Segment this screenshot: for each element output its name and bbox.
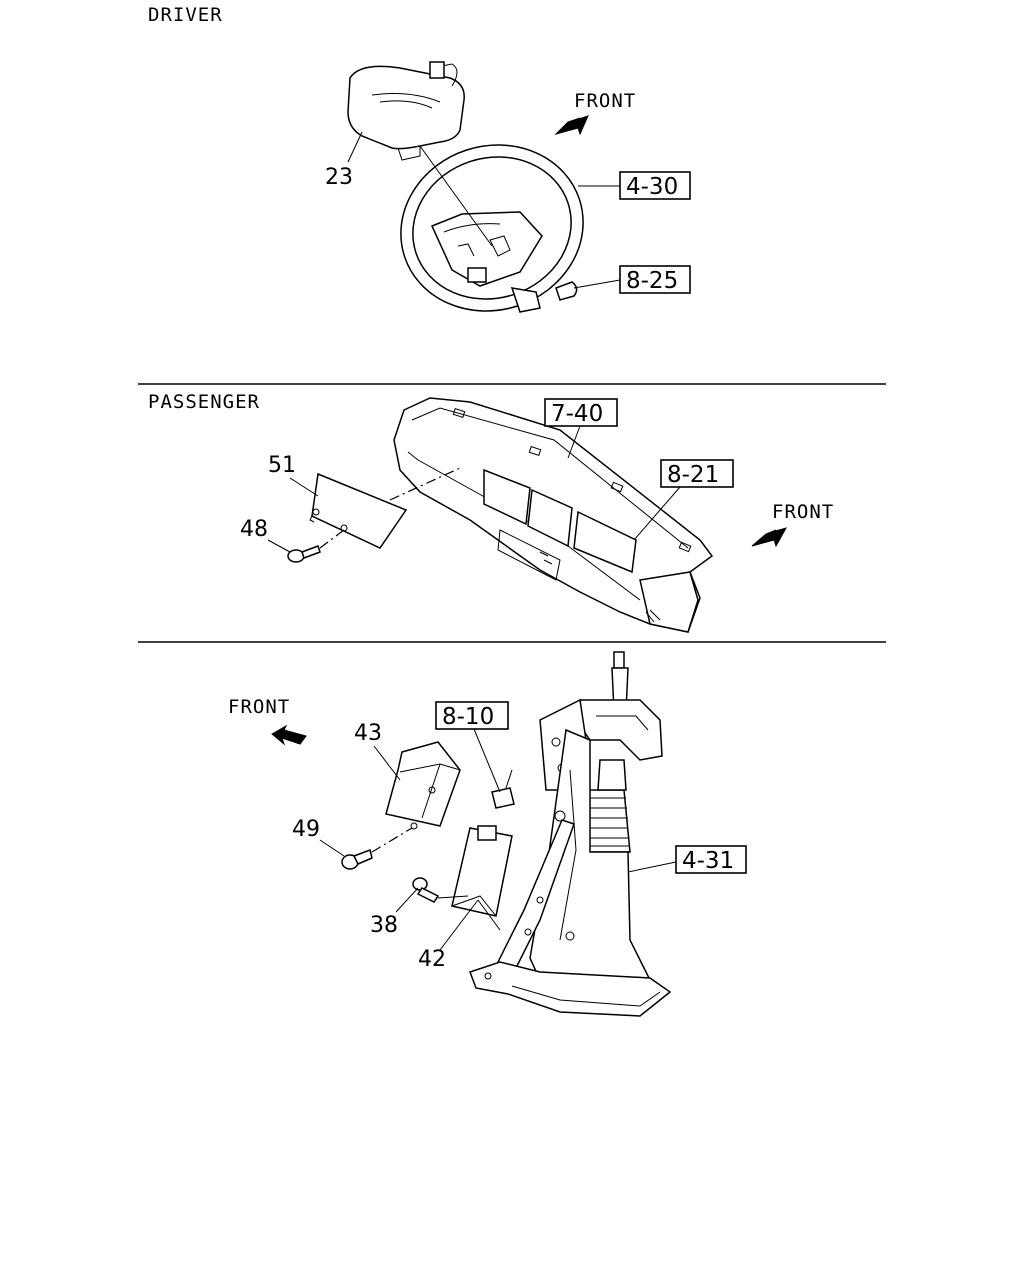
front-label-1: FRONT [574, 90, 636, 112]
front-arrow-icon [751, 527, 788, 548]
ref-4-30: 4-30 [626, 174, 678, 200]
part-number-49: 49 [292, 817, 320, 842]
passenger-airbag-module [309, 472, 408, 549]
part-number-23: 23 [325, 165, 353, 190]
part-number-48: 48 [240, 517, 268, 542]
ref-box-7-40 [544, 398, 618, 427]
part-number-51: 51 [268, 453, 296, 478]
bracket-43 [385, 741, 461, 830]
sensor-8-10 [491, 769, 515, 809]
ref-8-10: 8-10 [442, 704, 494, 730]
steering-column-assembly [469, 651, 672, 1017]
bolt-38 [412, 877, 440, 903]
ref-box-8-21 [660, 459, 734, 488]
bolt-48 [287, 545, 321, 563]
front-label-3: FRONT [228, 696, 290, 718]
instrument-panel [393, 397, 714, 633]
section-title-driver: DRIVER [148, 4, 223, 26]
part-number-42: 42 [418, 947, 446, 972]
section-title-passenger: PASSENGER [148, 391, 260, 413]
unit-42 [451, 825, 513, 917]
front-label-2: FRONT [772, 501, 834, 523]
steering-wheel [400, 144, 584, 313]
part-number-38: 38 [370, 913, 398, 938]
ref-box-4-31 [675, 845, 747, 874]
ref-box-8-10 [435, 701, 509, 730]
ref-7-40: 7-40 [551, 401, 603, 427]
front-arrow-icon [554, 115, 589, 136]
part-number-43: 43 [354, 721, 382, 746]
ref-4-31: 4-31 [682, 848, 734, 874]
ref-8-21: 8-21 [667, 462, 719, 488]
front-arrow-icon [271, 724, 307, 746]
driver-airbag-module [347, 61, 465, 161]
ref-8-25: 8-25 [626, 268, 678, 294]
bolt-49 [341, 849, 373, 870]
ref-box-8-25 [619, 265, 691, 294]
